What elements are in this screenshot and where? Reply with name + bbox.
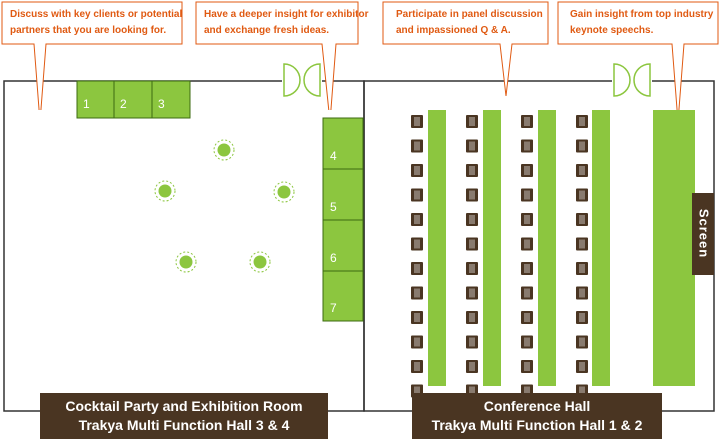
booth-label-5: 5 <box>330 200 337 214</box>
chair-icon <box>576 335 588 349</box>
screen <box>692 193 714 275</box>
chair-icon <box>411 286 423 300</box>
chair-icon <box>466 115 478 128</box>
chair-icon <box>411 360 423 373</box>
booth-label-7: 7 <box>330 301 337 315</box>
callout-text-4: Gain insight from top industry keynote s… <box>570 7 713 39</box>
chair-icon <box>521 262 533 275</box>
booth-5 <box>322 168 364 221</box>
conference-table <box>592 110 610 386</box>
chair-icon <box>576 213 588 226</box>
chair-icon <box>521 213 533 226</box>
cocktail-tables <box>154 139 295 273</box>
chair-icon <box>466 335 478 349</box>
chair-icon <box>576 311 588 324</box>
room-label-left: Cocktail Party and Exhibition Room Traky… <box>40 393 328 439</box>
callout-3-line2: and impassioned Q & A. <box>396 25 511 36</box>
booth-7 <box>322 270 364 322</box>
cocktail-table <box>213 139 235 161</box>
screen-label: Screen <box>696 208 712 259</box>
chair-icon <box>521 139 533 153</box>
cocktail-table <box>154 180 176 202</box>
chair-icon <box>466 188 478 202</box>
chair-icon <box>576 188 588 202</box>
chair-icon <box>411 237 423 251</box>
callout-4-line2: keynote speechs. <box>570 25 654 36</box>
booth-label-3: 3 <box>158 97 165 111</box>
conference-table <box>428 110 446 386</box>
chair-icon <box>521 335 533 349</box>
booth-column-side <box>322 117 364 322</box>
chair-icon <box>576 115 588 128</box>
callout-2-line2: and exchange fresh ideas. <box>204 25 330 36</box>
callout-1-line2: partners that you are looking for. <box>10 25 167 36</box>
chair-icon <box>411 311 423 324</box>
booth-label-4: 4 <box>330 149 337 163</box>
callout-2-line1: Have a deeper insight for exhibitor <box>204 9 369 20</box>
left-room-outline <box>3 80 365 412</box>
chair-icon <box>411 213 423 226</box>
booth-4 <box>322 117 364 170</box>
conference-table <box>483 110 501 386</box>
callout-text-3: Participate in panel discussion and impa… <box>396 7 543 39</box>
chair-icon <box>466 262 478 275</box>
callout-text-1: Discuss with key clients or potential pa… <box>10 7 182 39</box>
cocktail-table <box>249 251 271 273</box>
conference-table <box>538 110 556 386</box>
booth-label-6: 6 <box>330 251 337 265</box>
chair-icon <box>521 115 533 128</box>
chair-icon <box>466 360 478 373</box>
booth-label-1: 1 <box>83 97 90 111</box>
stage-platform <box>653 110 695 386</box>
chair-icon <box>576 164 588 177</box>
chair-icon <box>466 139 478 153</box>
chair-icon <box>576 360 588 373</box>
callout-text-2: Have a deeper insight for exhibitor and … <box>204 7 368 39</box>
callout-1-line1: Discuss with key clients or potential <box>10 9 183 20</box>
chair-icon <box>466 311 478 324</box>
chair-icon <box>411 262 423 275</box>
chair-icon <box>466 164 478 177</box>
chair-icon <box>576 139 588 153</box>
cocktail-table <box>273 181 295 203</box>
cocktail-table <box>175 251 197 273</box>
booth-6 <box>322 219 364 272</box>
room-label-right: Conference Hall Trakya Multi Function Ha… <box>412 393 662 439</box>
room-right-line2: Trakya Multi Function Hall 1 & 2 <box>431 417 643 433</box>
chair-icon <box>521 188 533 202</box>
room-left-line2: Trakya Multi Function Hall 3 & 4 <box>78 417 290 433</box>
room-left-line1: Cocktail Party and Exhibition Room <box>65 398 303 414</box>
chair-icon <box>576 262 588 275</box>
chair-icon <box>466 213 478 226</box>
chair-icon <box>521 164 533 177</box>
room-right-line1: Conference Hall <box>483 398 591 414</box>
chair-icon <box>521 360 533 373</box>
callout-3-line1: Participate in panel discussion <box>396 9 543 20</box>
chair-icon <box>521 237 533 251</box>
chair-icon <box>411 335 423 349</box>
booth-label-2: 2 <box>120 97 127 111</box>
booth-row-top <box>76 80 191 119</box>
chair-icon <box>466 237 478 251</box>
chair-icon <box>411 115 423 128</box>
chair-icon <box>411 164 423 177</box>
callout-4-line1: Gain insight from top industry <box>570 9 714 20</box>
chair-icon <box>576 286 588 300</box>
chair-icon <box>466 286 478 300</box>
chair-icon <box>411 188 423 202</box>
conference-tables <box>428 110 610 386</box>
conference-chairs <box>411 115 588 398</box>
chair-icon <box>411 139 423 153</box>
chair-icon <box>521 311 533 324</box>
chair-icon <box>576 237 588 251</box>
chair-icon <box>521 286 533 300</box>
